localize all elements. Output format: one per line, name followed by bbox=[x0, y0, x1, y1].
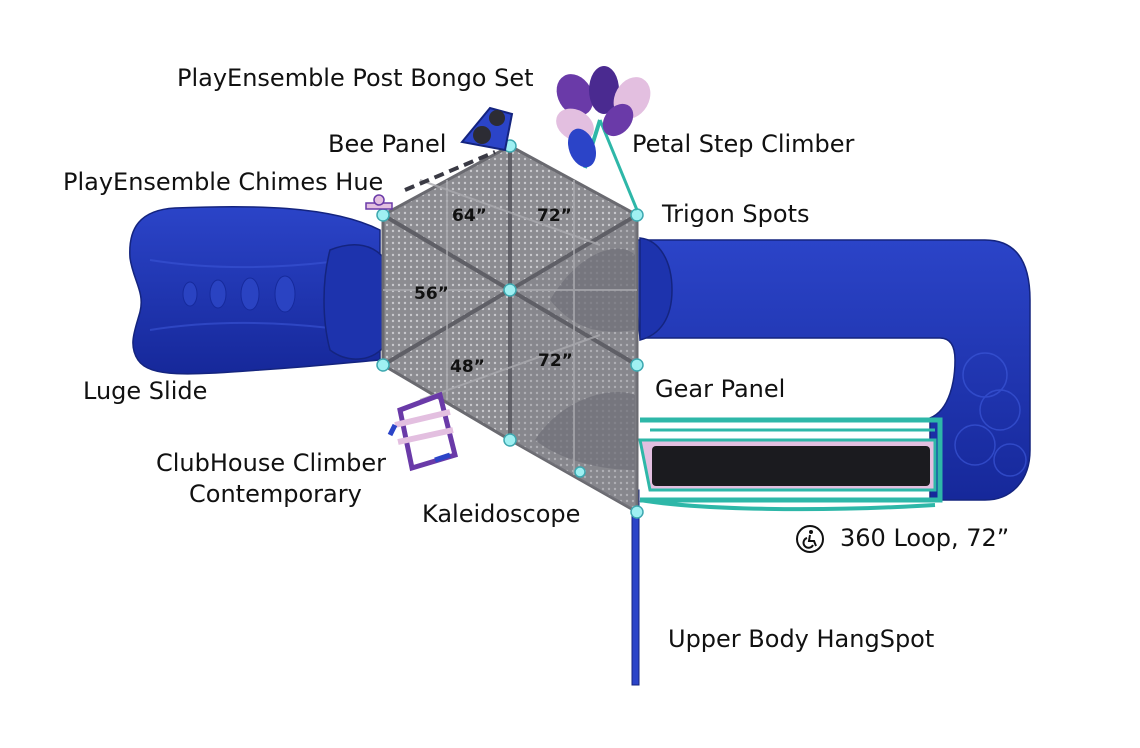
chimes-panel bbox=[365, 194, 393, 210]
label-gear: Gear Panel bbox=[655, 375, 786, 403]
clubhouse-climber bbox=[387, 391, 459, 472]
label-clubhouse-line1: ClubHouse Climber bbox=[156, 449, 387, 477]
label-chimes: PlayEnsemble Chimes Hue bbox=[63, 168, 384, 196]
petal-step-climber bbox=[556, 66, 651, 211]
hangspot-pole bbox=[631, 489, 640, 686]
deck-height-label: 56” bbox=[414, 284, 449, 304]
deck-height-label: 72” bbox=[537, 206, 572, 226]
deck-height-label: 48” bbox=[450, 357, 485, 377]
hex-deck: 64” 72” 56” 48” 72” bbox=[376, 139, 644, 519]
deck-height-label: 64” bbox=[452, 206, 487, 226]
label-petal-step: Petal Step Climber bbox=[632, 130, 855, 158]
label-bongo: PlayEnsemble Post Bongo Set bbox=[177, 64, 534, 92]
bongo-set bbox=[460, 106, 514, 152]
wheelchair-accessible-icon bbox=[796, 525, 824, 553]
luge-slide bbox=[129, 205, 386, 375]
label-loop: 360 Loop, 72” bbox=[840, 524, 1010, 552]
label-bee-panel: Bee Panel bbox=[328, 130, 447, 158]
label-clubhouse-line2: Contemporary bbox=[189, 480, 362, 508]
label-hangspot: Upper Body HangSpot bbox=[668, 625, 935, 653]
label-trigon: Trigon Spots bbox=[662, 200, 810, 228]
label-luge: Luge Slide bbox=[83, 377, 208, 405]
loop-slide bbox=[629, 237, 1031, 512]
deck-height-label: 72” bbox=[538, 351, 573, 371]
bee-panel bbox=[404, 150, 496, 192]
label-kaleidoscope: Kaleidoscope bbox=[422, 500, 581, 528]
